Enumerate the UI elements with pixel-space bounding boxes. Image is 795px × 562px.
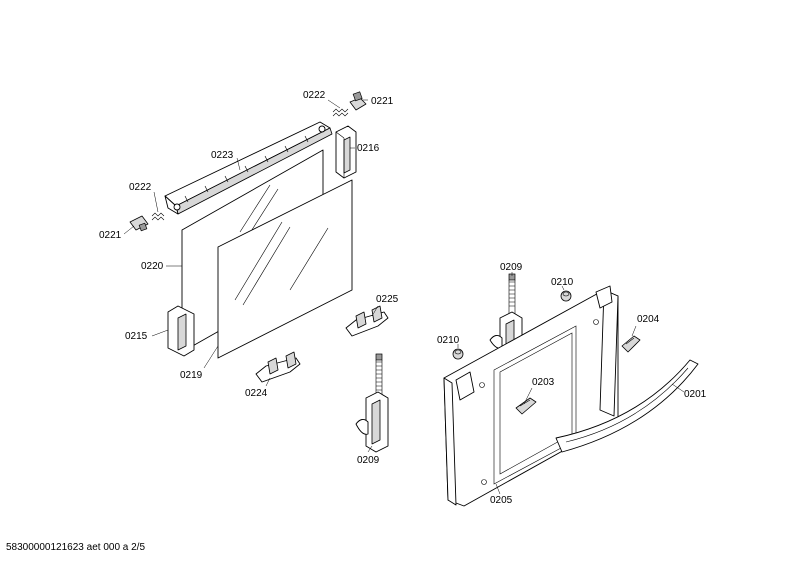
part-0222-left-spring[interactable] bbox=[151, 212, 165, 221]
document-id: 58300000121623 aet 000 a 2/5 bbox=[6, 542, 146, 553]
part-0210-cap-left[interactable] bbox=[452, 348, 464, 360]
label-0220: 0220 bbox=[141, 261, 164, 272]
label-0221-top: 0221 bbox=[371, 96, 394, 107]
label-0203: 0203 bbox=[532, 377, 555, 388]
label-0209-bottom: 0209 bbox=[357, 455, 380, 466]
label-0210-left: 0210 bbox=[437, 335, 460, 346]
label-0223: 0223 bbox=[211, 150, 234, 161]
part-0221-left-knob[interactable] bbox=[129, 215, 149, 232]
part-0205-door-frame[interactable] bbox=[443, 285, 619, 507]
label-0209-top: 0209 bbox=[500, 262, 523, 273]
part-0216-side-bracket[interactable] bbox=[335, 125, 357, 179]
label-0225: 0225 bbox=[376, 294, 399, 305]
part-labels: 0222 0221 0223 0216 0222 0221 0220 0215 … bbox=[99, 90, 707, 506]
part-0219-outer-glass[interactable] bbox=[217, 179, 353, 359]
label-0201: 0201 bbox=[684, 389, 707, 400]
part-0225-hinge-bracket[interactable] bbox=[345, 305, 389, 337]
label-0221-left: 0221 bbox=[99, 230, 122, 241]
part-0204-handle-cap[interactable] bbox=[621, 335, 641, 353]
part-0222-top-spring[interactable] bbox=[332, 108, 349, 117]
label-0224: 0224 bbox=[245, 388, 268, 399]
label-0215: 0215 bbox=[125, 331, 148, 342]
label-0222-left: 0222 bbox=[129, 182, 152, 193]
part-0223-top-rail[interactable] bbox=[164, 121, 333, 215]
label-0210-right: 0210 bbox=[551, 277, 574, 288]
label-0204: 0204 bbox=[637, 314, 660, 325]
part-0210-cap-right[interactable] bbox=[560, 290, 572, 302]
label-0222-top: 0222 bbox=[303, 90, 326, 101]
part-0209-hinge-lower[interactable] bbox=[355, 353, 389, 453]
part-0215-bottom-bracket[interactable] bbox=[167, 305, 195, 357]
part-0201-door-handle[interactable] bbox=[555, 359, 699, 453]
label-0205: 0205 bbox=[490, 495, 513, 506]
label-0219: 0219 bbox=[180, 370, 203, 381]
part-0224-hinge-bracket[interactable] bbox=[255, 351, 301, 383]
part-0221-top-knob[interactable] bbox=[349, 91, 367, 111]
label-0216: 0216 bbox=[357, 143, 380, 154]
leader-lines bbox=[123, 99, 685, 495]
